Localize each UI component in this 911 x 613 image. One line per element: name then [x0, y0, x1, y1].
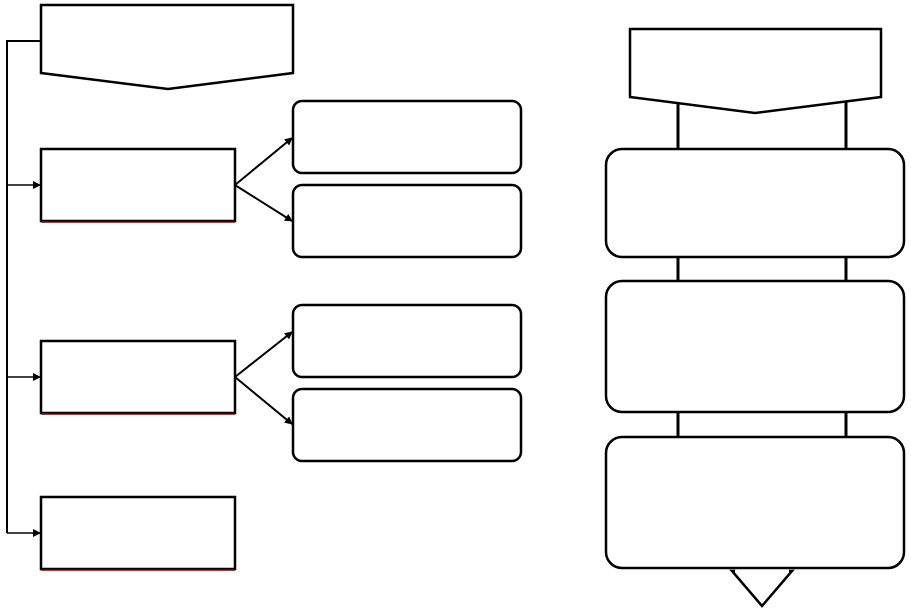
branch-arrow-1b [234, 184, 293, 222]
right-step-box-2 [604, 279, 906, 414]
right-down-triangle [729, 569, 795, 608]
right-step-box-3 [604, 435, 906, 570]
branch-arrow-2b [234, 376, 293, 425]
right-header-shape [628, 27, 883, 115]
left-trunk-connector [6, 40, 41, 533]
branch-box-1b [291, 183, 523, 259]
branch-arrow-1a [234, 137, 293, 186]
branch-box-2a [291, 303, 523, 379]
right-flow [604, 27, 906, 608]
right-step-box-1 [604, 147, 906, 259]
left-step-box-2 [39, 339, 237, 415]
left-header-shape [39, 3, 295, 91]
left-flow [6, 3, 523, 571]
branch-box-1a [291, 99, 523, 175]
branch-arrow-2a [234, 331, 293, 378]
left-step-box-1 [39, 147, 237, 223]
left-step-box-3 [39, 495, 237, 571]
branch-box-2b [291, 387, 523, 463]
